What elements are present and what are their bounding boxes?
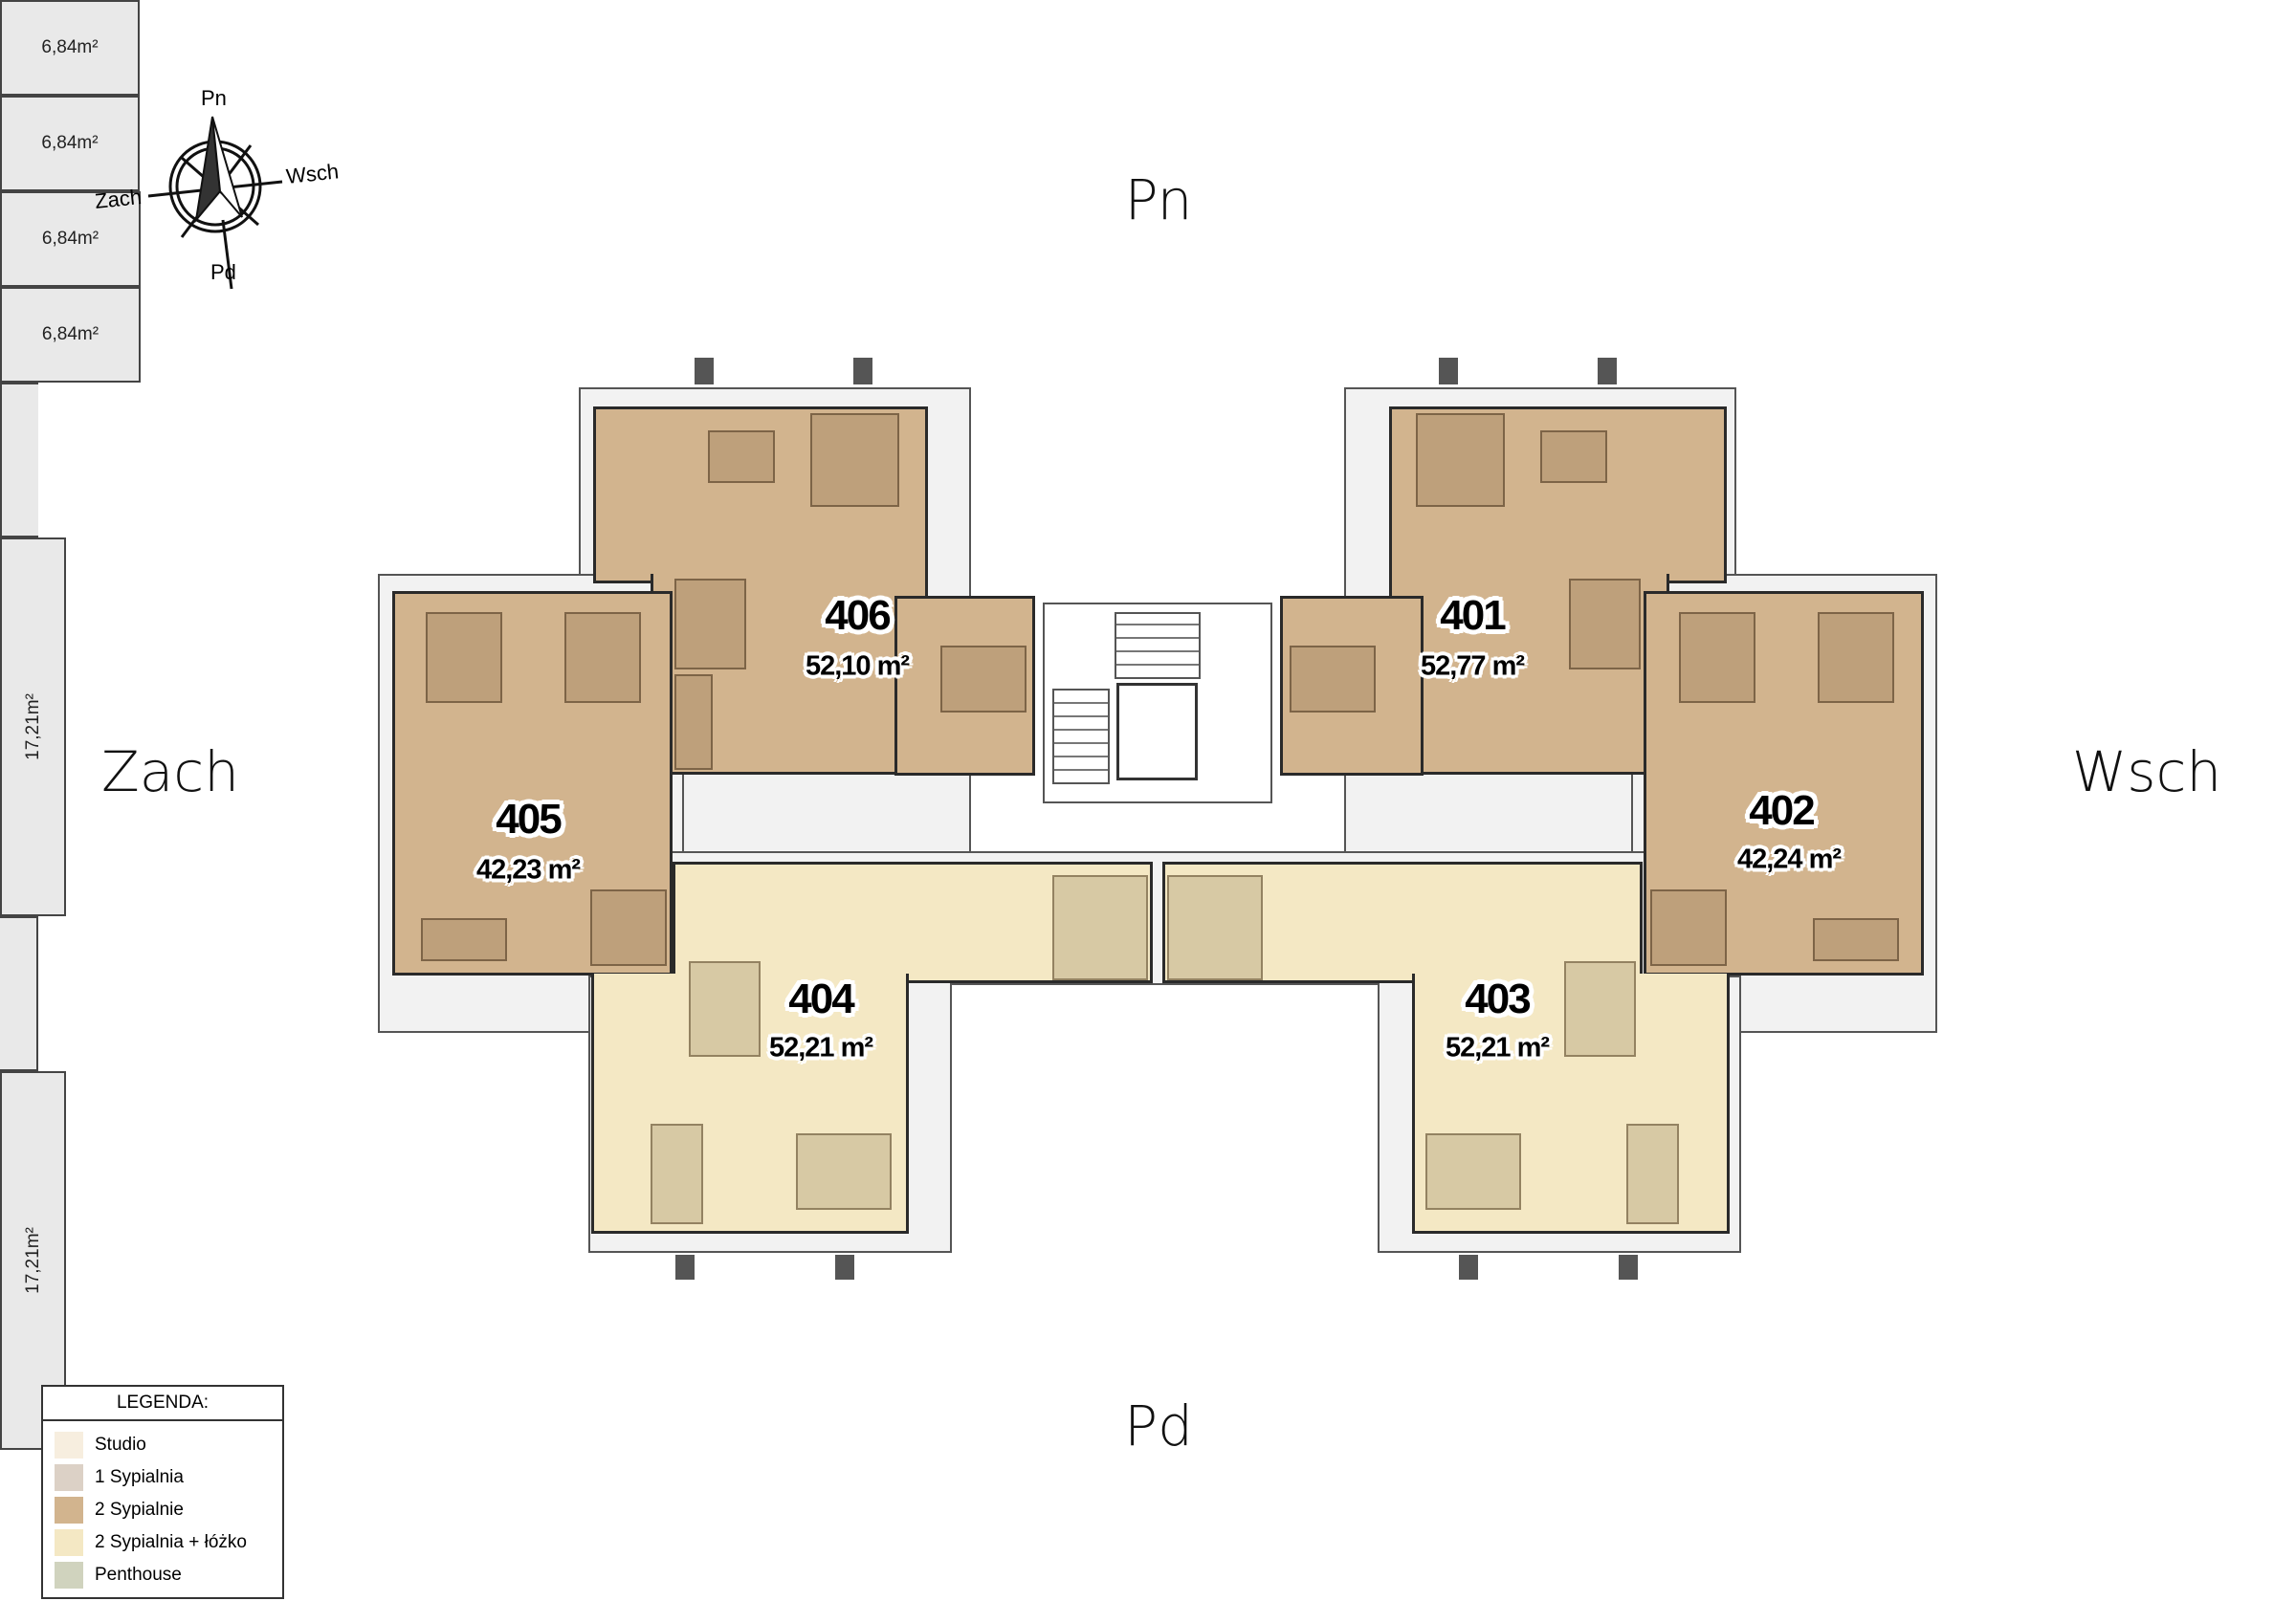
unit-number: 403	[1465, 976, 1531, 1022]
unit-area: 52,10 m²	[805, 650, 910, 682]
terrace-west-step	[0, 383, 38, 537]
compass-south-label: Pd	[210, 260, 236, 284]
direction-west: Zach	[101, 739, 239, 804]
legend: LEGENDA: Studio 1 Sypialnia 2 Sypialnie …	[41, 1385, 284, 1599]
balcony-south-right: 6,84m²	[0, 287, 141, 383]
direction-south: Pd	[1124, 1393, 1193, 1459]
unit-area: 52,21 m²	[1445, 1032, 1550, 1064]
legend-item: 1 Sypialnia	[55, 1461, 282, 1494]
balcony-north-right: 6,84m²	[0, 96, 140, 191]
terrace-area: 17,21m²	[22, 693, 43, 760]
unit-404-bottom[interactable]	[591, 974, 909, 1234]
balcony-north-left: 6,84m²	[0, 0, 140, 96]
stairs	[1115, 612, 1201, 679]
bed	[1818, 612, 1894, 703]
compass-rose-icon: Pn Wsch Zach Pd	[94, 86, 340, 290]
sofa	[810, 413, 899, 507]
compass-east-label: Wsch	[285, 159, 340, 188]
direction-east: Wsch	[2071, 739, 2222, 804]
legend-swatch	[55, 1529, 83, 1556]
legend-item: 2 Sypialnia + łóżko	[55, 1526, 282, 1559]
balcony-area: 6,84m²	[41, 324, 99, 344]
sofa	[651, 1124, 703, 1224]
bed	[1290, 646, 1376, 713]
balcony-area: 6,84m²	[41, 37, 99, 57]
bed	[1425, 1133, 1521, 1210]
sofa	[1813, 918, 1899, 961]
compass-north-label: Pn	[201, 86, 227, 110]
unit-403-bottom[interactable]	[1412, 974, 1730, 1234]
unit-401-room[interactable]	[1280, 596, 1424, 776]
terrace-west: 17,21m²	[0, 537, 66, 916]
unit-number: 405	[496, 796, 562, 843]
legend-label: 1 Sypialnia	[95, 1467, 184, 1487]
bed	[1052, 875, 1148, 980]
unit-number: 406	[825, 592, 891, 639]
direction-north: Pn	[1124, 167, 1193, 232]
bed	[689, 961, 761, 1057]
dining-table	[1540, 430, 1607, 483]
shower	[674, 674, 713, 770]
bathtub	[590, 889, 667, 966]
bed	[1564, 961, 1636, 1057]
balcony-area: 6,84m²	[41, 133, 99, 153]
legend-label: 2 Sypialnia + łóżko	[95, 1532, 247, 1552]
legend-swatch	[55, 1464, 83, 1491]
unit-403-top[interactable]	[1162, 862, 1643, 983]
legend-label: Studio	[95, 1435, 146, 1455]
unit-406-living[interactable]	[593, 406, 928, 583]
elevator-shaft	[1116, 683, 1198, 780]
unit-401-bedroom[interactable]	[1389, 574, 1669, 775]
legend-item: 2 Sypialnie	[55, 1494, 282, 1526]
unit-number: 402	[1749, 787, 1815, 834]
dining-table	[708, 430, 775, 483]
unit-area: 52,21 m²	[768, 1032, 873, 1064]
balcony-area: 6,84m²	[41, 229, 99, 249]
sofa	[421, 918, 507, 961]
legend-title: LEGENDA:	[43, 1387, 282, 1421]
unit-401-living[interactable]	[1389, 406, 1727, 583]
bed	[940, 646, 1027, 713]
compass-west-label: Zach	[94, 185, 143, 213]
sofa	[1416, 413, 1505, 507]
bed	[1679, 612, 1755, 703]
unit-area: 42,23 m²	[475, 854, 581, 886]
unit-number: 401	[1440, 592, 1506, 639]
legend-swatch	[55, 1432, 83, 1459]
bed	[1167, 875, 1263, 980]
unit-402[interactable]	[1644, 591, 1924, 976]
legend-swatch	[55, 1497, 83, 1524]
terrace-east-step	[0, 916, 38, 1071]
unit-406-room[interactable]	[894, 596, 1035, 776]
unit-area: 42,24 m²	[1736, 844, 1842, 875]
legend-item: Penthouse	[55, 1559, 282, 1591]
unit-number: 404	[788, 976, 854, 1022]
bed	[1569, 579, 1641, 669]
bed	[564, 612, 641, 703]
unit-405[interactable]	[392, 591, 673, 976]
legend-swatch	[55, 1562, 83, 1589]
legend-label: 2 Sypialnie	[95, 1500, 184, 1520]
bed	[674, 579, 746, 669]
terrace-area: 17,21m²	[22, 1227, 43, 1294]
bed	[796, 1133, 892, 1210]
bed	[426, 612, 502, 703]
balcony-south-left: 6,84m²	[0, 191, 141, 287]
bathtub	[1650, 889, 1727, 966]
stairs	[1052, 689, 1110, 784]
legend-item: Studio	[55, 1429, 282, 1461]
legend-label: Penthouse	[95, 1565, 182, 1585]
sofa	[1626, 1124, 1679, 1224]
unit-area: 52,77 m²	[1420, 650, 1525, 682]
